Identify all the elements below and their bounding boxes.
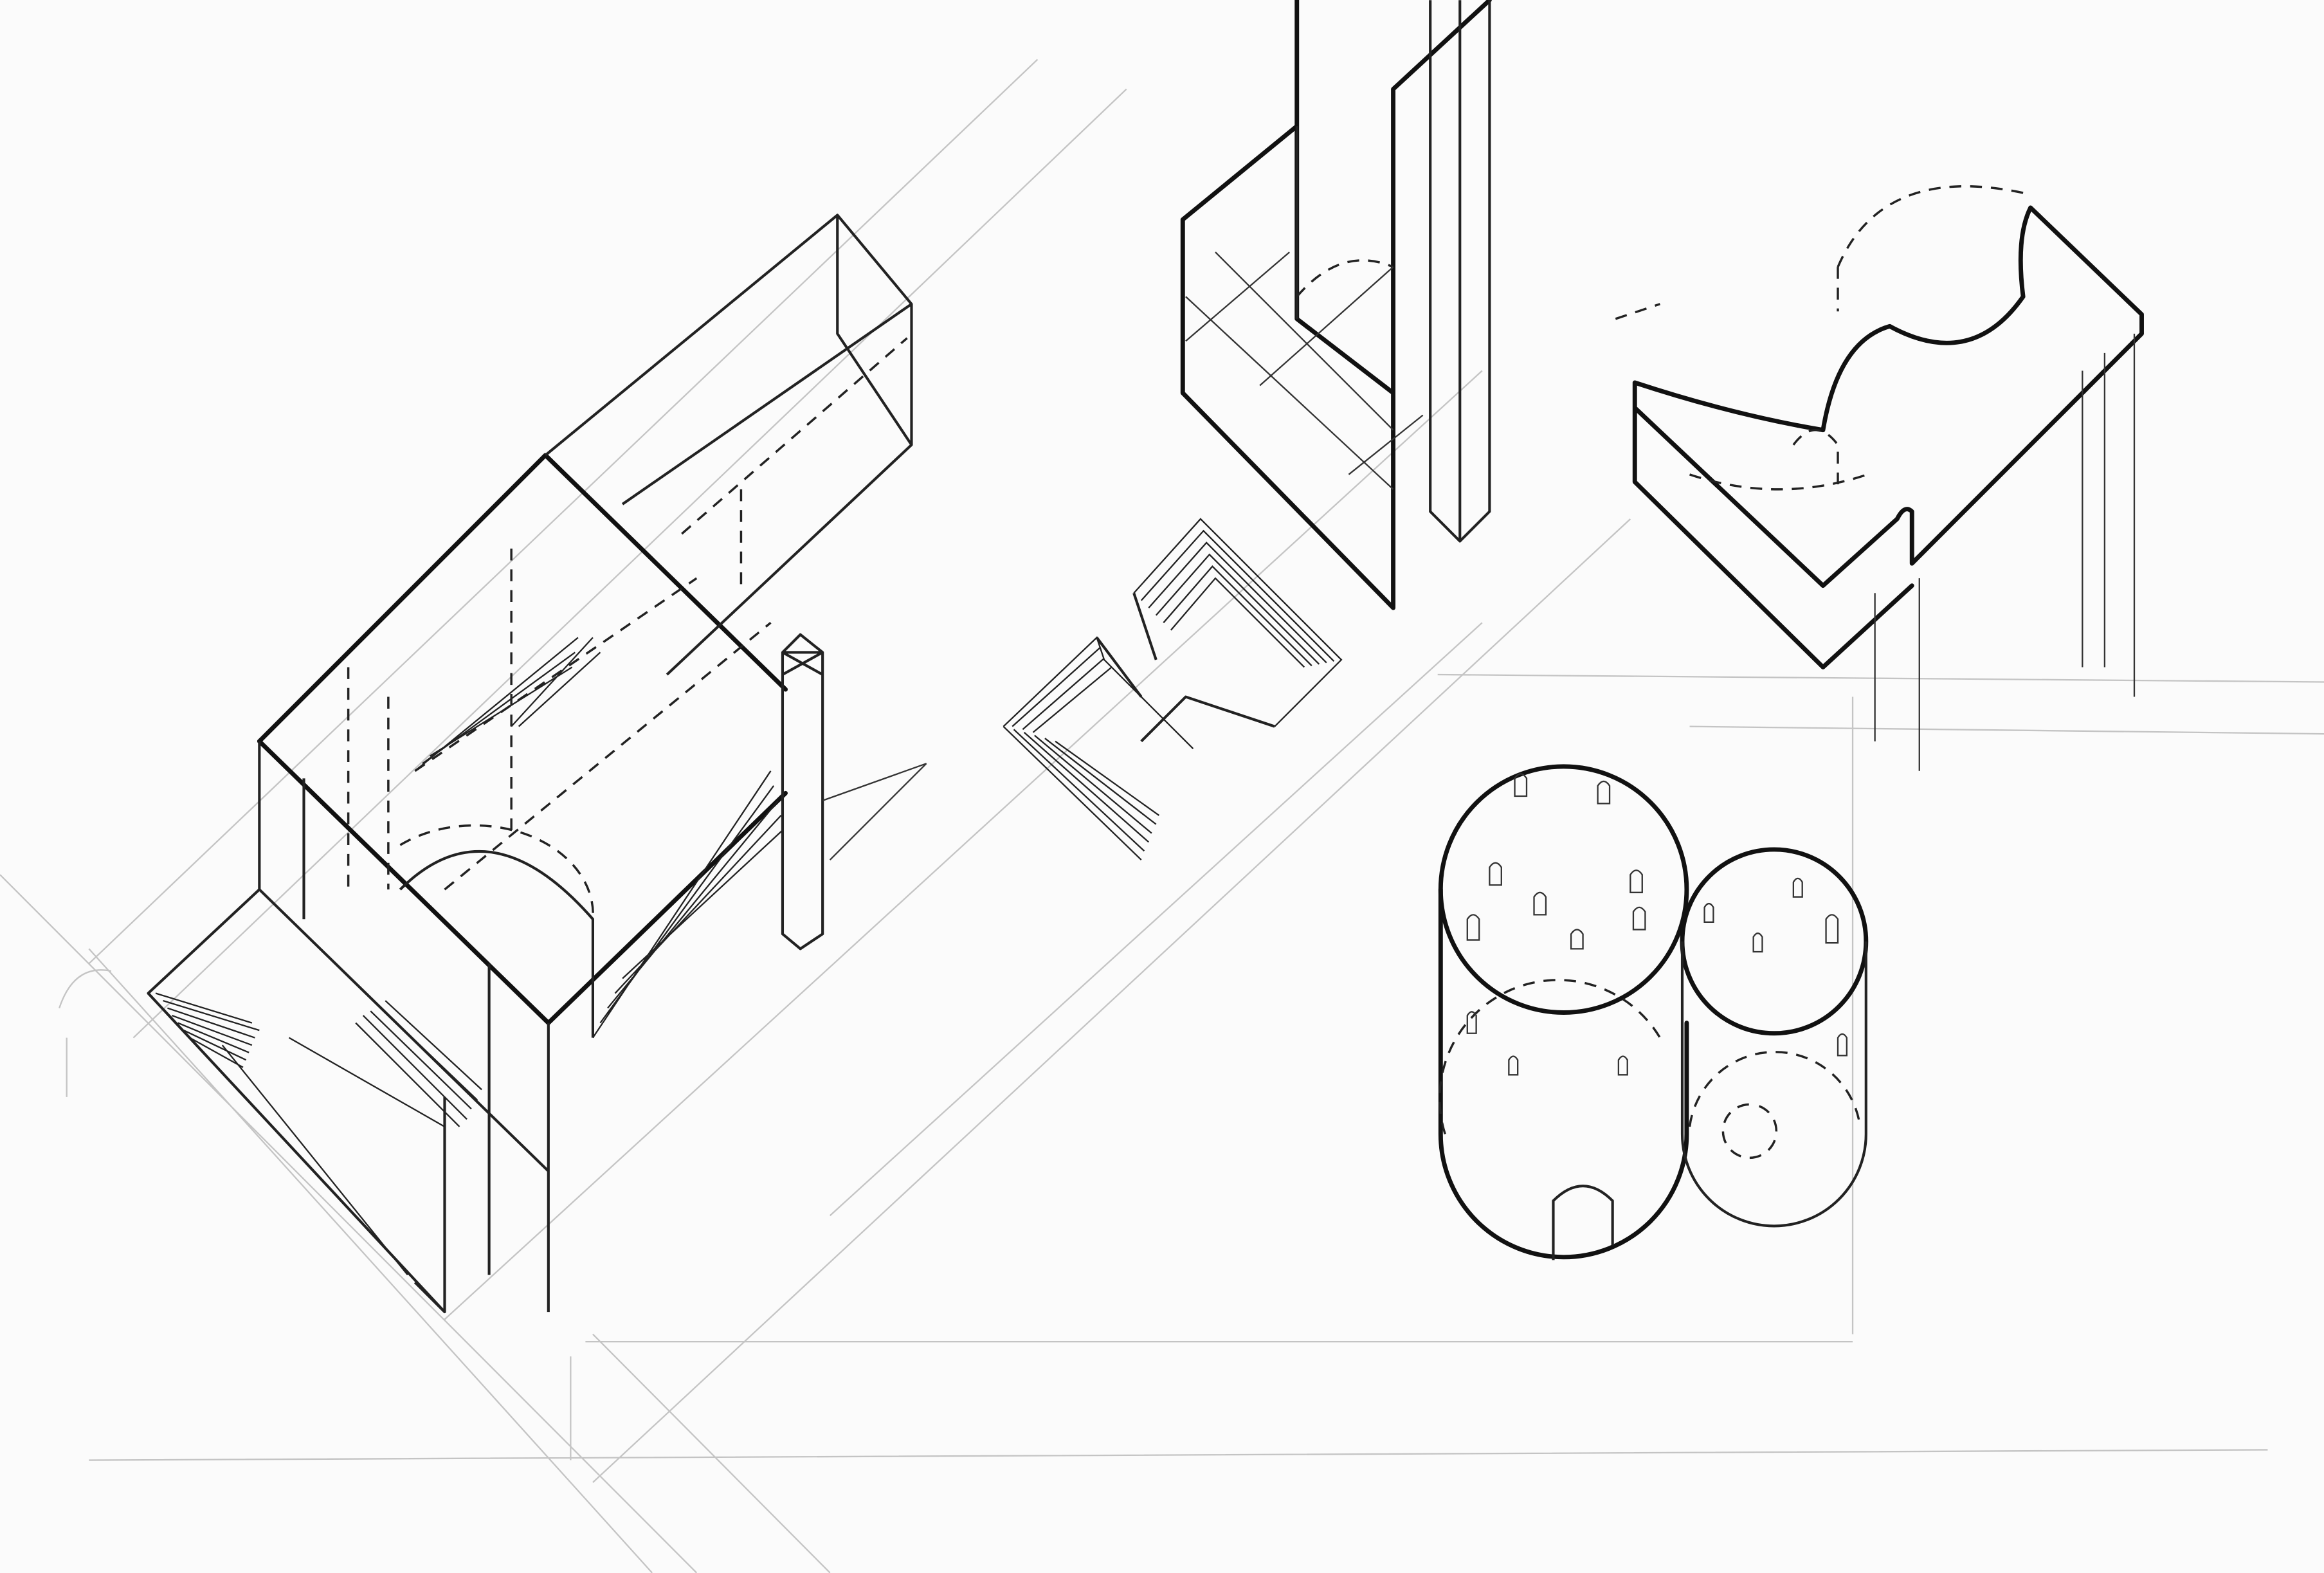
large-cylinder-top — [1438, 764, 1689, 1015]
windows — [1466, 773, 1847, 1076]
left-building-pillar — [781, 633, 824, 950]
left-building-roof — [257, 453, 788, 1026]
left-building — [147, 453, 927, 1314]
cylinders — [1438, 764, 1869, 1260]
left-building-walls — [147, 741, 550, 1314]
right-u-block — [1615, 185, 2144, 771]
construction-lines — [0, 59, 2324, 1573]
chevron-stairs — [1003, 518, 1343, 860]
middle-tower — [1180, 0, 1492, 610]
long-box — [544, 214, 913, 676]
left-building-stairs — [155, 992, 482, 1276]
